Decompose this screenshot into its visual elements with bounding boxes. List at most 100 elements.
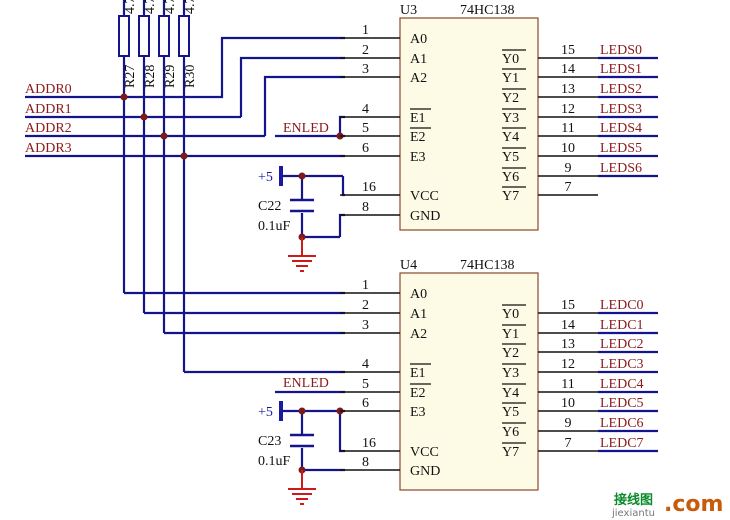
resistor-ref-r30: R30: [183, 65, 198, 88]
power-symbol-u3: +5: [258, 166, 283, 186]
chip-u4-pin-name: Y6: [502, 425, 519, 440]
chip-u3-part: 74HC138: [460, 3, 514, 18]
chip-u3-pin-number: 16: [362, 180, 376, 195]
chip-u4-pin-number: 4: [362, 357, 369, 372]
resistor-ref-r28: R28: [143, 65, 158, 88]
capacitor-c22: C22 0.1uF: [258, 198, 314, 234]
chip-u4-pin-name: Y5: [502, 405, 519, 420]
capacitor-value-c23: 0.1uF: [258, 454, 291, 469]
net-label-leds0: LEDS0: [600, 43, 642, 58]
watermark: 接线图 jiexiantu .com: [611, 492, 723, 519]
resistor-labels: R27 R28 R29 R30 4.7 4.7 4.7 4.7: [123, 0, 198, 88]
chip-u4-pin-number: 10: [561, 396, 575, 411]
capacitor-value-c22: 0.1uF: [258, 219, 291, 234]
net-label-ledc7: LEDC7: [600, 436, 644, 451]
chip-u4-body: [399, 272, 539, 491]
chip-u4-pin-number: 5: [362, 377, 369, 392]
chip-u3-pin-name: GND: [410, 209, 440, 224]
chip-u4-pin-name: A2: [410, 327, 427, 342]
chip-u4-pin-name: E2: [410, 386, 426, 401]
chip-u3-pin-name: VCC: [410, 189, 439, 204]
resistor-ref-r27: R27: [123, 65, 138, 88]
capacitor-c23: C23 0.1uF: [258, 433, 314, 469]
chip-u3-pin-number: 3: [362, 62, 369, 77]
chip-u3-pin-number: 11: [561, 121, 574, 136]
net-label-leds5: LEDS5: [600, 141, 642, 156]
chip-u4-pin-name: Y2: [502, 346, 519, 361]
chip-u3-pin-name: Y2: [502, 91, 519, 106]
watermark-suffix: .com: [664, 492, 723, 517]
chip-u4-pin-name: Y3: [502, 366, 519, 381]
chip-u4-pin-name: A1: [410, 307, 427, 322]
chip-u4-pin-number: 16: [362, 436, 376, 451]
chip-u3-pin-name: Y3: [502, 111, 519, 126]
net-label-addr3: ADDR3: [25, 141, 72, 156]
chip-u4-pin-number: 11: [561, 377, 574, 392]
net-label-leds3: LEDS3: [600, 102, 642, 117]
chip-u3-pin-number: 13: [561, 82, 575, 97]
net-label-ledc5: LEDC5: [600, 396, 644, 411]
chip-u4-part: 74HC138: [460, 258, 514, 273]
net-label-leds6: LEDS6: [600, 161, 642, 176]
power-label-u4: +5: [258, 405, 273, 420]
chip-u4-pin-number: 15: [561, 298, 575, 313]
net-label-ledc0: LEDC0: [600, 298, 644, 313]
watermark-pinyin: jiexiantu: [611, 508, 655, 519]
chip-u3-pin-number: 14: [561, 62, 575, 77]
chip-u3-body: [399, 17, 539, 231]
chip-u4-pin-name: Y1: [502, 327, 519, 342]
net-label-ledc4: LEDC4: [600, 377, 644, 392]
net-label-leds1: LEDS1: [600, 62, 642, 77]
chip-u3-pin-number: 15: [561, 43, 575, 58]
chip-u4-pin-number: 13: [561, 337, 575, 352]
net-label-addr0: ADDR0: [25, 82, 72, 97]
chip-u4-pin-name: Y4: [502, 386, 519, 401]
chip-u4-pin-number: 8: [362, 455, 369, 470]
resistor-value-r28: 4.7: [143, 0, 158, 14]
resistor-bodies: [118, 15, 190, 57]
net-label-ledc2: LEDC2: [600, 337, 644, 352]
resistor-r27: [118, 15, 130, 57]
resistor-value-r29: 4.7: [163, 0, 178, 14]
chip-u3-pin-number: 4: [362, 102, 369, 117]
address-net-labels: ADDR0 ADDR1 ADDR2 ADDR3: [25, 82, 72, 156]
chip-u4-pin-name: E3: [410, 405, 426, 420]
watermark-cn: 接线图: [614, 492, 653, 508]
chip-u3-pin-name: Y4: [502, 130, 519, 145]
chip-u4-pin-number: 6: [362, 396, 369, 411]
chip-u3-pin-number: 2: [362, 43, 369, 58]
chip-u4-pin-number: 3: [362, 318, 369, 333]
power-symbol-u4: +5: [258, 401, 283, 421]
chip-u4-pin-name: GND: [410, 464, 440, 479]
chip-u3-pin-number: 8: [362, 200, 369, 215]
net-label-leds4: LEDS4: [600, 121, 642, 136]
net-label-addr1: ADDR1: [25, 102, 72, 117]
net-label-ledc3: LEDC3: [600, 357, 644, 372]
chip-u3-pin-name: Y0: [502, 52, 519, 67]
chip-u4-pin-number: 7: [565, 436, 572, 451]
chip-u4-pin-number: 2: [362, 298, 369, 313]
resistor-ref-r29: R29: [163, 65, 178, 88]
net-label-enled-u3: ENLED: [283, 121, 329, 136]
resistor-r29: [158, 15, 170, 57]
chip-u3-pin-number: 5: [362, 121, 369, 136]
net-label-enled-u4: ENLED: [283, 376, 329, 391]
chip-u3-pin-number: 1: [362, 23, 369, 38]
resistor-value-r27: 4.7: [123, 0, 138, 14]
chip-u3-pin-name: Y7: [502, 189, 519, 204]
net-label-leds2: LEDS2: [600, 82, 642, 97]
chip-u3-pin-number: 6: [362, 141, 369, 156]
chip-u4-pin-name: Y0: [502, 307, 519, 322]
chip-u3-pin-name: E3: [410, 150, 426, 165]
chip-u3-pin-number: 12: [561, 102, 575, 117]
chip-u4-pin-number: 1: [362, 278, 369, 293]
chip-u3-pin-name: Y6: [502, 170, 519, 185]
chip-u3-pin-name: A2: [410, 71, 427, 86]
ground-symbol-u4: [288, 470, 316, 505]
power-label-u3: +5: [258, 170, 273, 185]
chip-u4-ref: U4: [400, 258, 417, 273]
